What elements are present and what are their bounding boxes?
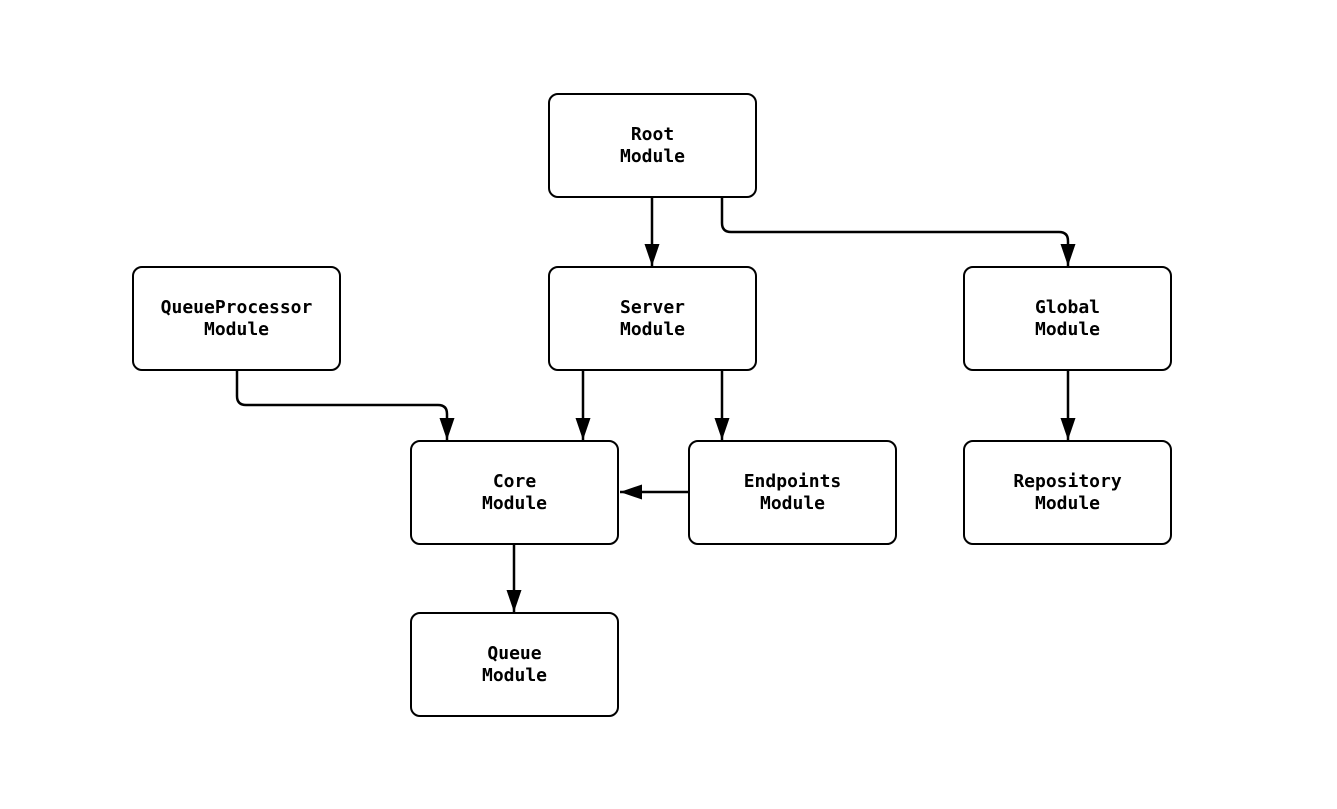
- node-repository-label-line-1: Repository: [1013, 470, 1122, 492]
- edge-root-to-global: [720, 198, 1076, 266]
- edge-queueprocessor-to-core: [235, 371, 455, 440]
- node-queueprocessor-label-line-1: QueueProcessor: [160, 296, 313, 318]
- node-endpoints-label-line-1: Endpoints: [743, 470, 842, 492]
- node-root-label-line-1: Root: [630, 123, 675, 145]
- edge-group: [235, 198, 1076, 612]
- node-server-label-line-2: Module: [619, 318, 686, 340]
- node-core-label-line-2: Module: [481, 492, 548, 514]
- node-endpoints-label-line-2: Module: [759, 492, 826, 514]
- node-queue-label-line-1: Queue: [487, 642, 542, 664]
- node-global-label-line-2: Module: [1034, 318, 1101, 340]
- node-queue-label-line-2: Module: [481, 664, 548, 686]
- node-root-label-line-2: Module: [619, 145, 686, 167]
- node-global-label-line-1: Global: [1034, 296, 1101, 318]
- node-core-label-line-1: Core: [492, 470, 537, 492]
- node-queueprocessor-label-line-2: Module: [203, 318, 270, 340]
- node-server-label-line-1: Server: [619, 296, 686, 318]
- node-repository-label-line-2: Module: [1034, 492, 1101, 514]
